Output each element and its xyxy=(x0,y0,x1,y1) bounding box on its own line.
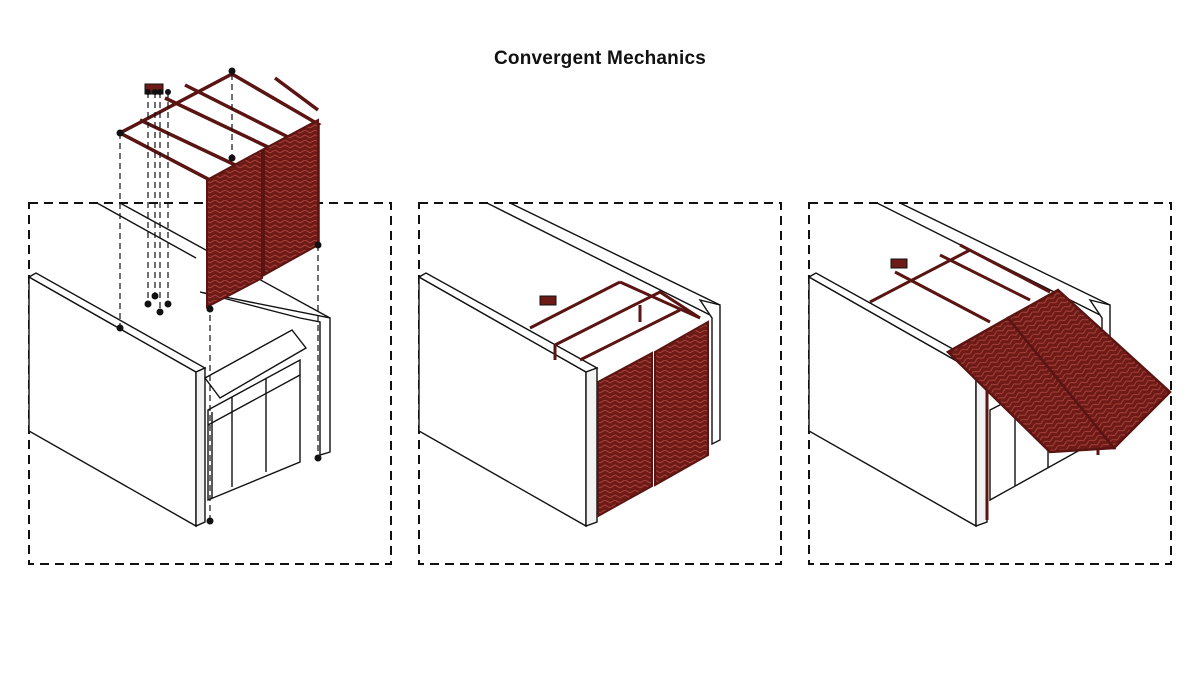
storefront-window xyxy=(207,358,301,502)
frame-assembly xyxy=(529,280,701,362)
closed-state-panel xyxy=(417,202,782,565)
actuator-motor xyxy=(890,258,908,269)
page-title: Convergent Mechanics xyxy=(494,48,706,69)
actuator-motor xyxy=(539,295,557,306)
folding-door-leaves xyxy=(206,118,319,309)
explode-dots xyxy=(116,67,322,525)
folding-door-leaves xyxy=(597,320,709,518)
building-block xyxy=(417,202,721,528)
frame-assembly xyxy=(869,243,1100,520)
open-state-panel xyxy=(807,202,1172,565)
tilted-door-leaves xyxy=(945,288,1172,454)
explode-lines xyxy=(119,74,319,520)
exploded-assembly-panel xyxy=(27,67,392,565)
